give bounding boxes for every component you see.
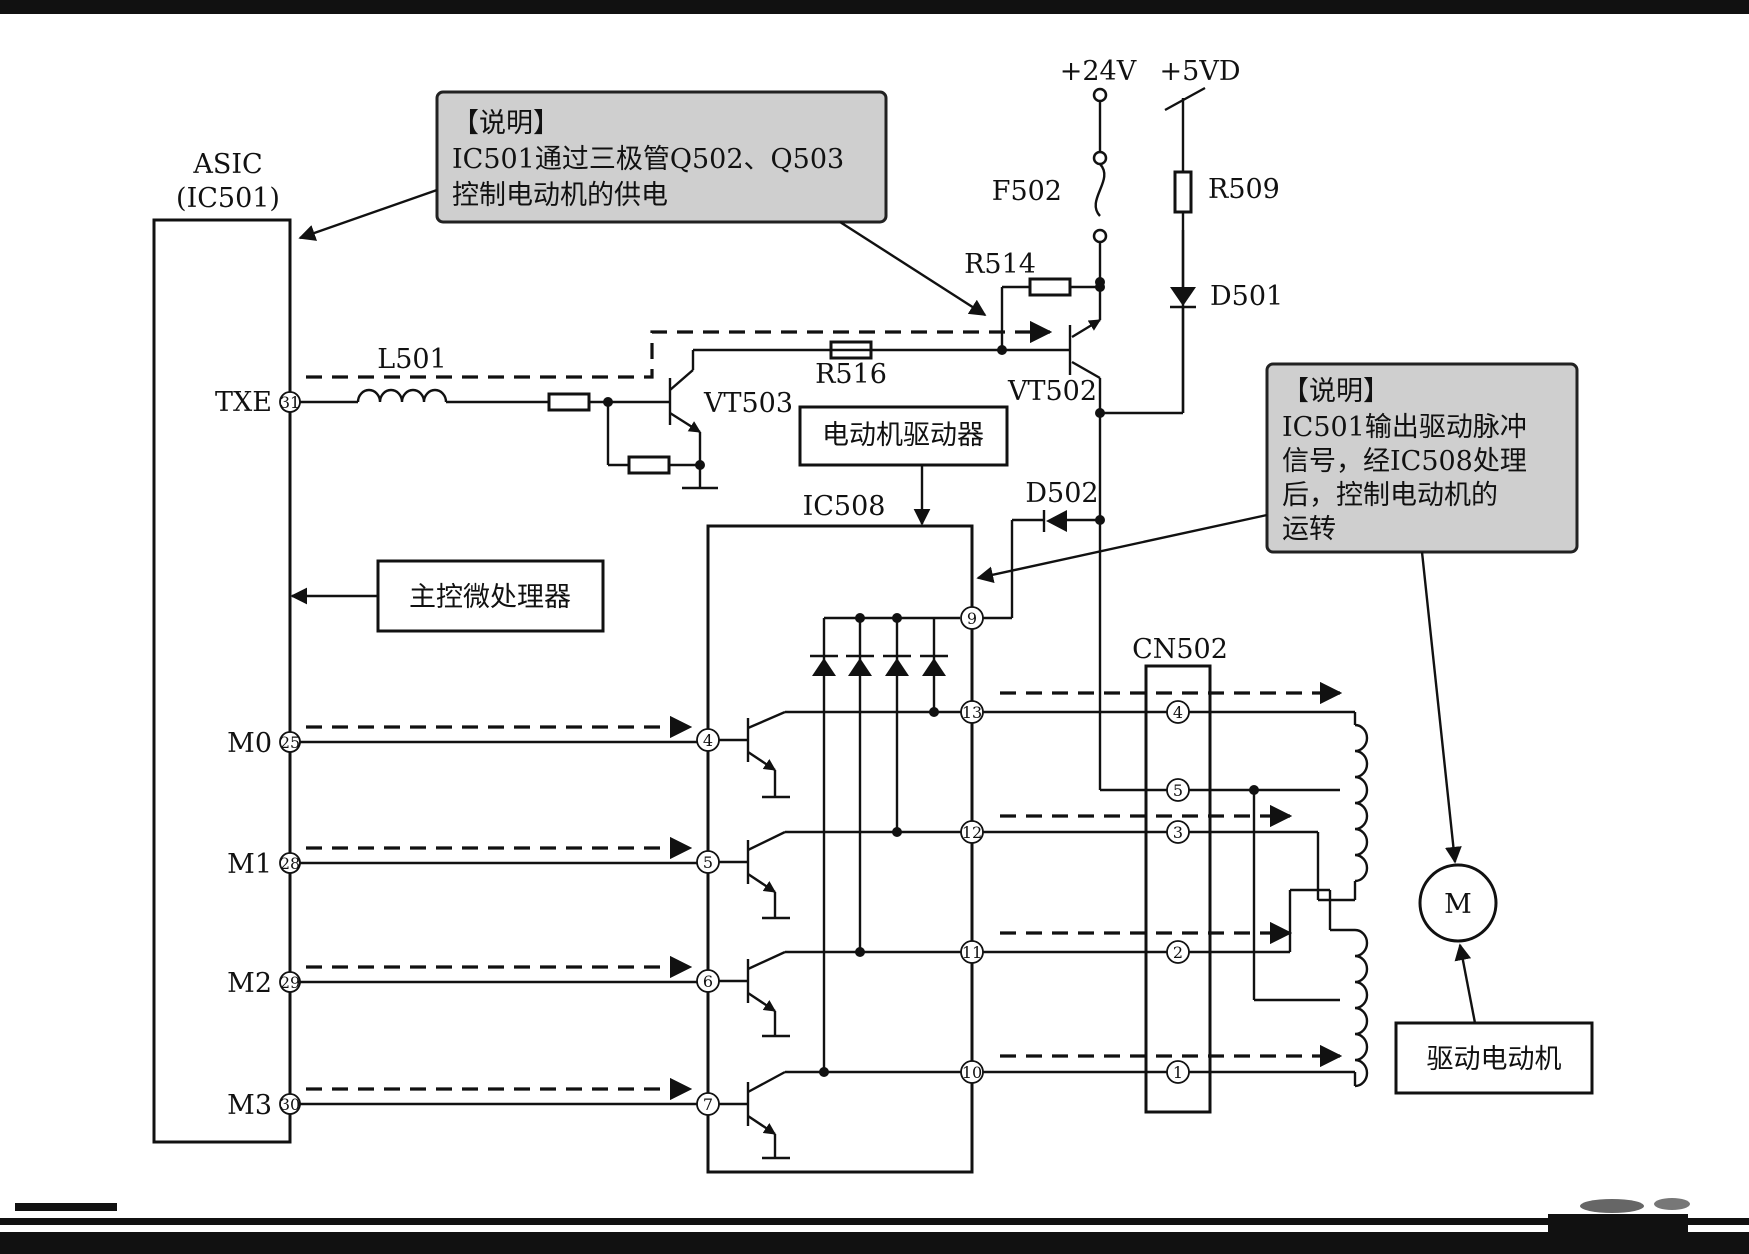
vt502-label: VT502 xyxy=(1007,376,1097,407)
motor-driver-label: 电动机驱动器 xyxy=(822,420,984,451)
asic-pins: TXE 31 M0 25 M1 28 M2 29 M3 30 xyxy=(215,387,301,1121)
pin-label-m0: M0 xyxy=(227,728,272,759)
note2-line3: 后，控制电动机的 xyxy=(1282,480,1498,511)
pin-label-m2: M2 xyxy=(227,968,272,999)
cn502-pin-2: 2 xyxy=(1173,943,1183,962)
asic-subtitle: (IC501) xyxy=(176,183,280,214)
ic508: IC508 D502 9 13 12 11 10 xyxy=(696,478,1100,1174)
d502-label: D502 xyxy=(1025,478,1098,509)
pin-label-m1: M1 xyxy=(227,849,272,880)
asic-ic501: ASIC (IC501) xyxy=(152,149,292,1144)
pin-num-29: 29 xyxy=(280,973,300,992)
ic508-pin-6: 6 xyxy=(703,972,713,991)
drive-motor-box: 驱动电动机 xyxy=(1394,943,1594,1095)
cn502-pin-1: 1 xyxy=(1173,1063,1183,1082)
ic508-pin-9: 9 xyxy=(967,609,977,628)
cn502-connector: CN502 4 5 3 2 1 xyxy=(983,634,1228,1114)
cn502-pin-3: 3 xyxy=(1173,823,1183,842)
r514-label: R514 xyxy=(964,249,1036,280)
cn502-label: CN502 xyxy=(1132,634,1228,665)
note1-heading: 【说明】 xyxy=(452,108,560,139)
note-drive-pulse: 【说明】 IC501输出驱动脉冲 信号，经IC508处理 后，控制电动机的 运转 xyxy=(976,362,1579,864)
ic508-pin-5: 5 xyxy=(703,853,713,872)
note1-line1: IC501通过三极管Q502、Q503 xyxy=(452,144,844,175)
asic-title: ASIC xyxy=(192,149,262,180)
note2-line4: 运转 xyxy=(1282,514,1336,545)
f502-label: F502 xyxy=(992,176,1062,207)
ic508-label: IC508 xyxy=(803,491,886,522)
v5-label: +5VD xyxy=(1160,56,1241,87)
ic508-pin-10: 10 xyxy=(962,1063,982,1082)
control-signals xyxy=(300,715,697,1106)
motor-symbol: M xyxy=(1418,863,1498,943)
r516-label: R516 xyxy=(815,359,887,390)
note-power-control: 【说明】 IC501通过三极管Q502、Q503 控制电动机的供电 xyxy=(298,90,987,317)
mcu-label: 主控微处理器 xyxy=(409,582,571,613)
v24-label: +24V xyxy=(1060,56,1137,87)
r509-label: R509 xyxy=(1208,174,1280,205)
drive-motor-label: 驱动电动机 xyxy=(1427,1044,1562,1075)
d501-label: D501 xyxy=(1210,281,1283,312)
pin-num-28: 28 xyxy=(280,854,300,873)
ic508-pin-7: 7 xyxy=(703,1095,713,1114)
vt503-stage: L501 VT503 xyxy=(300,344,793,490)
pin-num-31: 31 xyxy=(280,393,300,412)
note2-line1: IC501输出驱动脉冲 xyxy=(1282,412,1527,443)
ic508-pin-12: 12 xyxy=(962,823,982,842)
ic508-pin-11: 11 xyxy=(962,943,982,962)
power-section: +24V F502 +5VD R509 D501 xyxy=(992,56,1283,413)
motor-label: M xyxy=(1444,889,1472,920)
motor-driver-box: 电动机驱动器 xyxy=(798,405,1009,526)
pin-num-25: 25 xyxy=(280,733,300,752)
ic508-pin-4: 4 xyxy=(703,731,713,750)
driver-transistors xyxy=(719,707,961,1160)
vt503-label: VT503 xyxy=(703,388,793,419)
note2-line2: 信号，经IC508处理 xyxy=(1282,446,1527,477)
l501-label: L501 xyxy=(377,344,446,375)
cn502-pin-5: 5 xyxy=(1173,781,1183,800)
ic508-pin-13: 13 xyxy=(962,703,982,722)
cn502-pin-4: 4 xyxy=(1173,703,1183,722)
note1-line2: 控制电动机的供电 xyxy=(452,180,668,211)
mcu-label-box: 主控微处理器 xyxy=(290,559,605,633)
pin-label-m3: M3 xyxy=(227,1090,272,1121)
pin-label-txe: TXE xyxy=(215,387,272,418)
motor-windings xyxy=(1000,681,1369,1088)
note2-heading: 【说明】 xyxy=(1282,376,1390,407)
txe-signal-arrow xyxy=(306,320,1053,379)
pin-num-30: 30 xyxy=(280,1095,300,1114)
vt502-stage: R516 R514 VT502 xyxy=(693,230,1185,790)
